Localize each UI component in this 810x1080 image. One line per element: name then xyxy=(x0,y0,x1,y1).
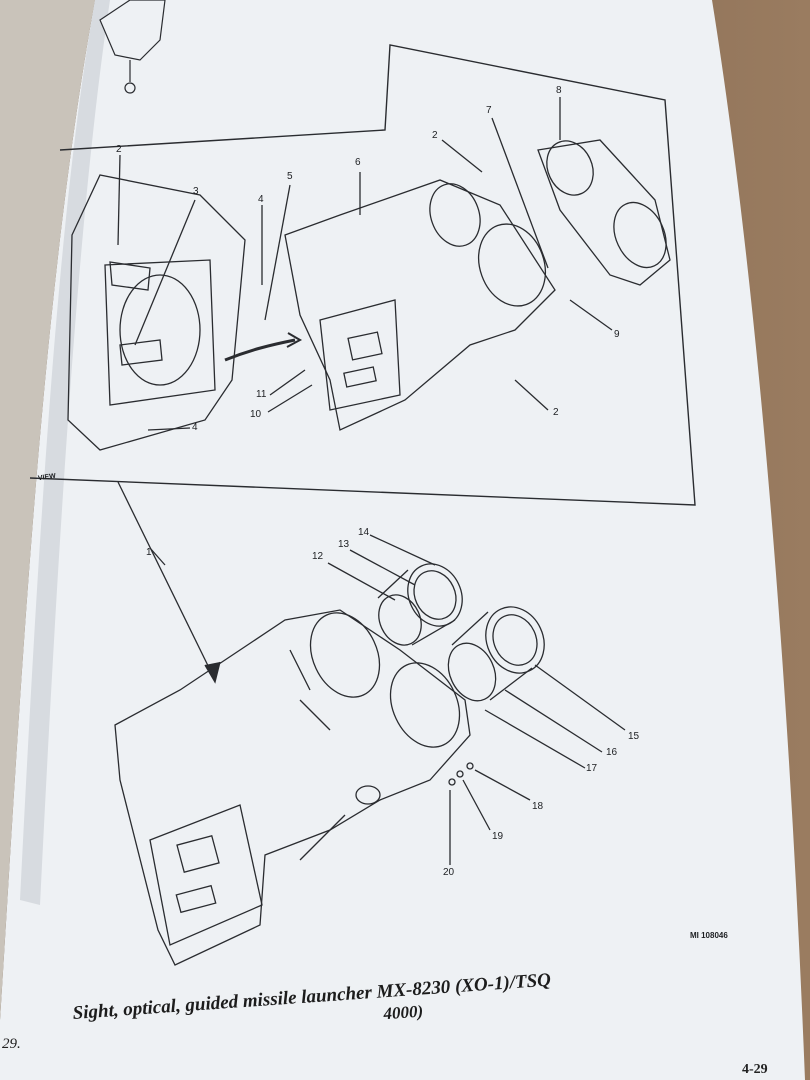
callout-label: 7 xyxy=(486,105,492,116)
callout-label: 12 xyxy=(312,551,324,562)
callout-label: 4 xyxy=(258,194,264,205)
callout-label: 19 xyxy=(492,831,504,842)
figure-number: 29. xyxy=(2,1036,21,1052)
callout-label: 20 xyxy=(443,867,455,878)
callout-label: 3 xyxy=(193,186,199,197)
callout-label: 8 xyxy=(556,85,562,96)
callout-label: 2 xyxy=(116,144,122,155)
callout-label: 4 xyxy=(192,422,198,433)
callout-label: 1 xyxy=(146,547,152,558)
page-number: 4-29 xyxy=(742,1062,768,1077)
callout-label: 11 xyxy=(256,389,267,400)
callout-label: 9 xyxy=(614,329,620,340)
callout-label: 2 xyxy=(432,130,438,141)
callout-label: 15 xyxy=(628,731,640,742)
callout-label: 2 xyxy=(553,407,559,418)
callout-label: 17 xyxy=(586,763,598,774)
drawing-id: MI 108046 xyxy=(690,931,728,940)
callout-label: 5 xyxy=(287,171,293,182)
callout-label: 10 xyxy=(250,409,262,420)
callout-label: 14 xyxy=(358,527,370,538)
callout-label: 16 xyxy=(606,747,618,758)
callout-label: 13 xyxy=(338,539,350,550)
callout-label: 18 xyxy=(532,801,544,812)
callout-label: 6 xyxy=(355,157,361,168)
